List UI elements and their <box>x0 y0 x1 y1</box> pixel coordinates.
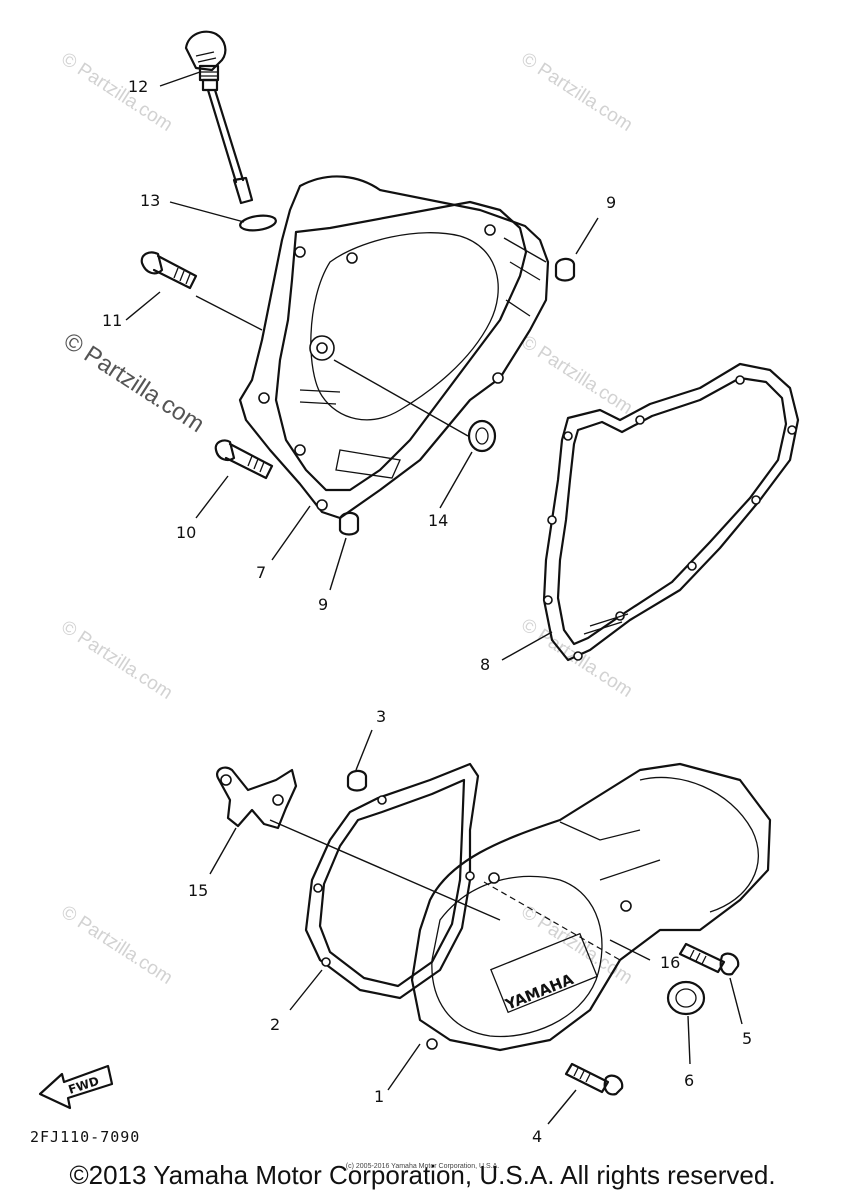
part-15-bracket <box>216 766 298 830</box>
callout-2: 2 <box>270 1015 280 1034</box>
part-3-dowel <box>346 769 368 792</box>
part-9-dowel-upper <box>554 257 576 282</box>
callout-numbers: 12 13 11 9 10 7 9 14 8 3 15 2 16 5 1 6 4 <box>102 77 752 1146</box>
callout-14: 14 <box>428 511 448 530</box>
mini-copyright-note: (c) 2005-2016 Yamaha Motor Corporation, … <box>345 1163 500 1170</box>
callout-9-upper: 9 <box>606 193 616 212</box>
callout-10: 10 <box>176 523 196 542</box>
part-13-o-ring <box>239 214 277 232</box>
part-2-gasket <box>304 762 480 1000</box>
callout-11: 11 <box>102 311 122 330</box>
fwd-arrow: FWD <box>38 1064 114 1110</box>
callout-13: 13 <box>140 191 160 210</box>
callout-8: 8 <box>480 655 490 674</box>
callout-7: 7 <box>256 563 266 582</box>
part-6-plug <box>666 980 706 1016</box>
part-5-bolt <box>678 942 740 976</box>
callout-12: 12 <box>128 77 148 96</box>
callout-16: 16 <box>660 953 680 972</box>
part-9-dowel-lower <box>338 511 360 536</box>
leader-lines <box>125 71 743 1125</box>
callout-1: 1 <box>374 1087 384 1106</box>
callout-5: 5 <box>742 1029 752 1048</box>
part-4-bolt <box>564 1062 624 1096</box>
watermark-2: © Partzilla.com <box>517 49 636 136</box>
watermark-7: © Partzilla.com <box>57 902 176 989</box>
part-8-gasket <box>542 362 800 662</box>
callout-3: 3 <box>376 707 386 726</box>
part-14-oil-seal <box>467 419 497 453</box>
part-10-bolt <box>214 439 274 480</box>
diagram-code: 2FJ110-7090 <box>30 1128 141 1146</box>
callout-4: 4 <box>532 1127 542 1146</box>
callout-9-lower: 9 <box>318 595 328 614</box>
callout-6: 6 <box>684 1071 694 1090</box>
watermark-8: © Partzilla.com <box>517 902 636 989</box>
part-7-crankcase-cover <box>238 175 550 520</box>
watermark-4: © Partzilla.com <box>517 332 636 419</box>
watermark-5: © Partzilla.com <box>57 617 176 704</box>
callout-15: 15 <box>188 881 208 900</box>
copyright-notice: ©2013 Yamaha Motor Corporation, U.S.A. A… <box>69 1160 776 1190</box>
watermark-3: © Partzilla.com <box>59 327 209 438</box>
cover-emblem: YAMAHA <box>502 970 577 1014</box>
watermark-1: © Partzilla.com <box>57 49 176 136</box>
part-12-dipstick <box>184 30 254 205</box>
part-11-bolt <box>140 251 198 290</box>
